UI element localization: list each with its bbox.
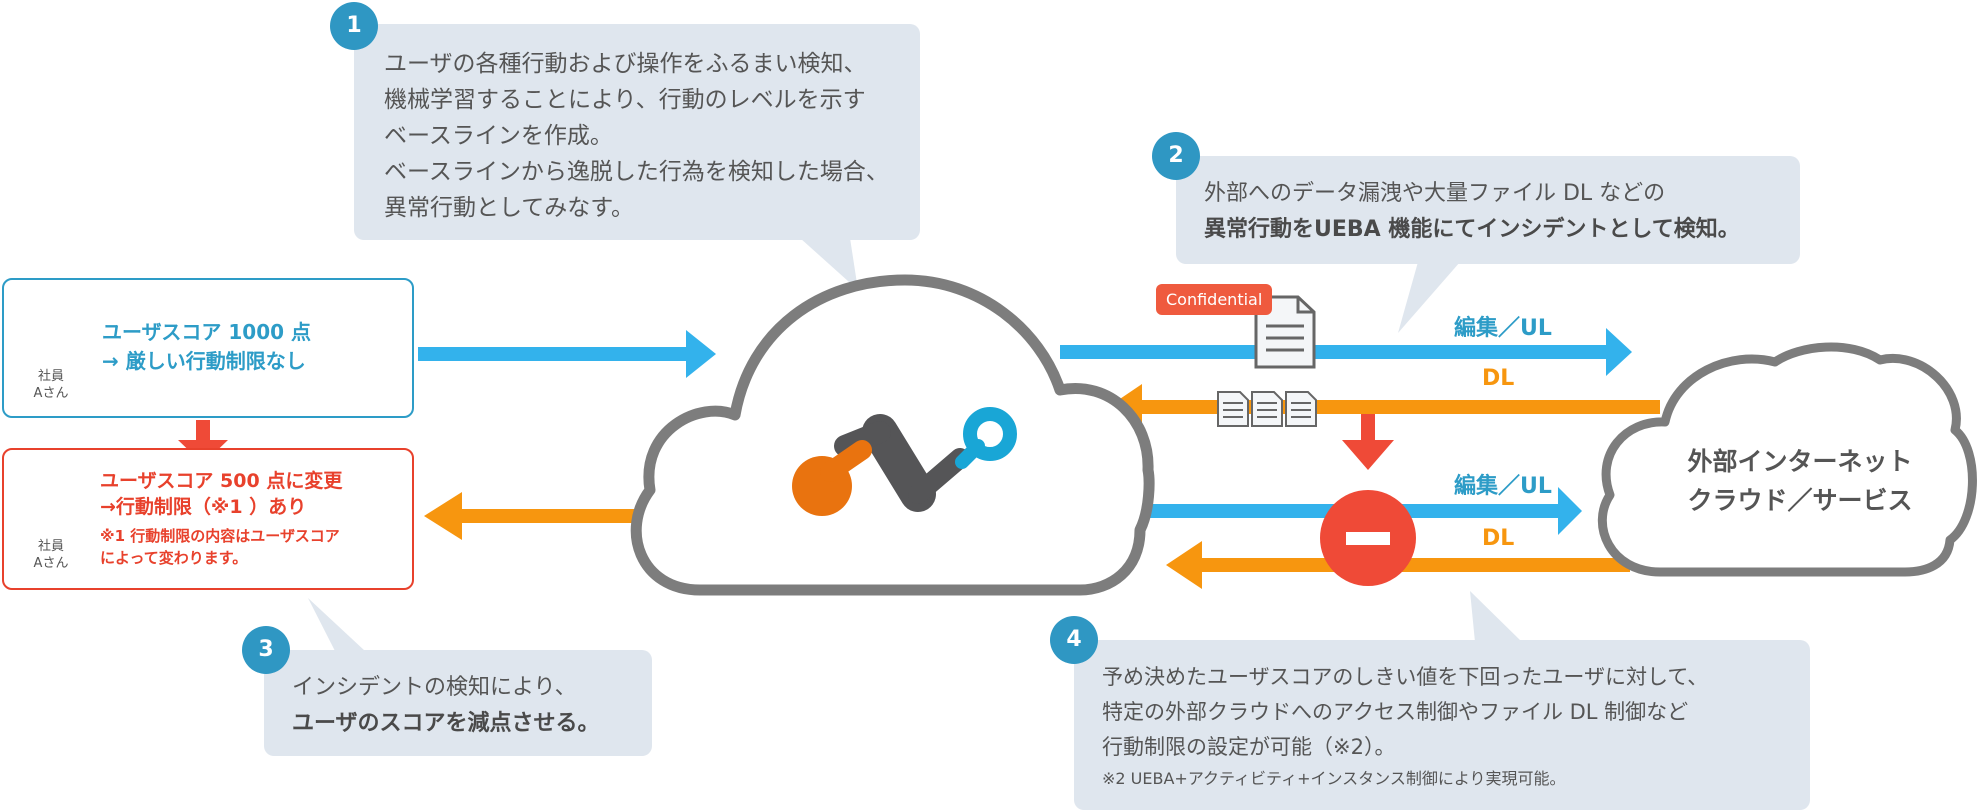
user-score-before-line: → 厳しい行動制限なし <box>102 349 306 373</box>
callout-4-line: 行動制限の設定が可能（※2）。 <box>1102 735 1396 759</box>
external-cloud-label-line: 外部インターネット <box>1687 447 1913 476</box>
block-icon <box>1320 490 1416 586</box>
callout-2-bold-line: 異常行動をUEBA 機能にてインシデントとして検知。 <box>1204 217 1740 242</box>
lower-ul-label: 編集／UL <box>1454 474 1552 499</box>
external-cloud-label-line: クラウド／サービス <box>1687 486 1913 515</box>
confidential-tag: Confidential <box>1156 284 1273 315</box>
callout-1-tail <box>800 238 858 290</box>
user-caption-line: Aさん <box>33 556 69 571</box>
user-caption-line: Aさん <box>33 386 69 401</box>
confidential-document-icon <box>1254 295 1316 369</box>
user-caption-after: 社員 Aさん <box>16 538 86 572</box>
callout-2-tail <box>1398 262 1460 333</box>
user-score-after-line: →行動制限（※1 ）あり <box>100 496 307 518</box>
external-cloud-shape <box>1597 342 1977 577</box>
callout-1-line: ベースラインから逸脱した行為を検知した場合、 <box>384 159 889 185</box>
callout-4-number: 4 <box>1050 616 1098 664</box>
callout-2: 外部へのデータ漏洩や大量ファイル DL などの 異常行動をUEBA 機能にてイン… <box>1176 156 1800 264</box>
cloud-to-user-arrow <box>424 492 650 540</box>
user-caption-before: 社員 Aさん <box>16 368 86 402</box>
platform-logo-icon <box>792 407 1017 516</box>
user-score-after-text: ユーザスコア 500 点に変更 →行動制限（※1 ）あり ※1 行動制限の内容は… <box>100 468 342 568</box>
upper-dl-arrow <box>1108 384 1660 430</box>
callout-3: インシデントの検知により、 ユーザのスコアを減点させる。 <box>264 650 652 756</box>
callout-1-line: ユーザの各種行動および操作をふるまい検知、 <box>384 51 867 77</box>
user-score-after-line: ユーザスコア 500 点に変更 <box>100 470 343 492</box>
user-score-after-box <box>2 448 414 590</box>
callout-3-line: インシデントの検知により、 <box>292 675 577 700</box>
lower-dl-arrow <box>1166 541 1630 589</box>
user-score-before-line: ユーザスコア 1000 点 <box>102 320 311 344</box>
callout-3-bold-line: ユーザのスコアを減点させる。 <box>292 711 600 736</box>
callout-4-line: 特定の外部クラウドへのアクセス制御やファイル DL 制御など <box>1102 700 1689 724</box>
callout-3-number: 3 <box>242 626 290 674</box>
user-score-after-note: ※1 行動制限の内容はユーザスコア <box>100 527 340 545</box>
restriction-arrow <box>1342 414 1394 470</box>
callout-1-line: ベースラインを作成。 <box>384 123 613 149</box>
user-score-before-box <box>2 278 414 418</box>
callout-2-line: 外部へのデータ漏洩や大量ファイル DL などの <box>1204 181 1666 206</box>
user-score-after-note: によって変わります。 <box>100 549 248 567</box>
callout-2-number: 2 <box>1152 132 1200 180</box>
callout-1-number: 1 <box>330 2 378 50</box>
callout-4-note: ※2 UEBA+アクティビティ+インスタンス制御により実現可能。 <box>1102 769 1566 788</box>
callout-3-tail <box>308 598 365 651</box>
callout-1: ユーザの各種行動および操作をふるまい検知、 機械学習することにより、行動のレベル… <box>354 24 920 240</box>
upper-ul-label: 編集／UL <box>1454 316 1552 341</box>
multiple-documents-icon <box>1217 391 1317 427</box>
external-cloud-label: 外部インターネット クラウド／サービス <box>1650 442 1950 520</box>
callout-1-line: 異常行動としてみなす。 <box>384 195 635 221</box>
user-score-before-text: ユーザスコア 1000 点 → 厳しい行動制限なし <box>102 318 311 376</box>
user-to-cloud-arrow <box>418 330 716 378</box>
lower-dl-label: DL <box>1482 526 1515 551</box>
callout-4: 予め決めたユーザスコアのしきい値を下回ったユーザに対して、 特定の外部クラウドへ… <box>1074 640 1810 810</box>
callout-1-line: 機械学習することにより、行動のレベルを示す <box>384 87 866 113</box>
callout-4-tail <box>1470 591 1522 642</box>
upper-dl-label: DL <box>1482 366 1515 391</box>
callout-4-line: 予め決めたユーザスコアのしきい値を下回ったユーザに対して、 <box>1102 665 1709 689</box>
upper-ul-arrow <box>1060 328 1632 376</box>
user-caption-line: 社員 <box>37 539 64 554</box>
user-caption-line: 社員 <box>37 369 64 384</box>
